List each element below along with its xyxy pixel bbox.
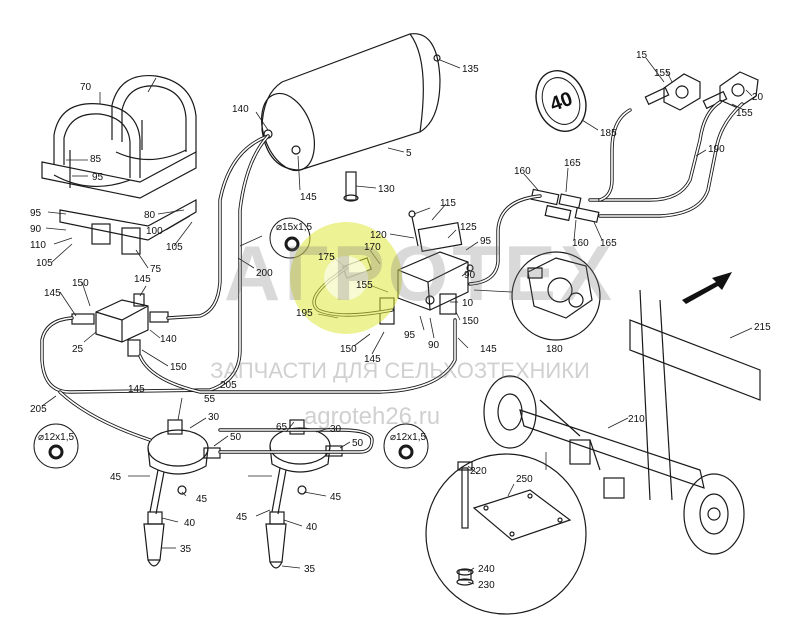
- direction-arrow: [682, 272, 732, 304]
- label-65: 65: [276, 422, 288, 433]
- label-150: 150: [462, 316, 479, 327]
- label-30: 30: [330, 424, 342, 435]
- air-tank: [261, 33, 441, 202]
- label-90: 90: [428, 340, 440, 351]
- label-75: 75: [150, 264, 162, 275]
- label-150: 150: [340, 344, 357, 355]
- label-240: 240: [478, 564, 495, 575]
- label-95: 95: [30, 208, 42, 219]
- label-145: 145: [134, 274, 151, 285]
- label-150: 150: [72, 278, 89, 289]
- part-labels: 135 5 130 140 145 70 85 95 95 90 110 105…: [30, 50, 771, 591]
- label-155: 155: [736, 108, 753, 119]
- label-95: 95: [480, 236, 492, 247]
- label-25: 25: [72, 344, 84, 355]
- label-115: 115: [440, 198, 456, 209]
- label-110: 110: [30, 240, 46, 251]
- label-200: 200: [256, 268, 273, 279]
- label-30: 30: [208, 412, 220, 423]
- label-90: 90: [30, 224, 42, 235]
- label-140: 140: [160, 334, 177, 345]
- label-165: 165: [564, 158, 581, 169]
- pipe-section-callout-2: ⌀12x1,5: [33, 423, 79, 469]
- speed-sign: 40: [535, 70, 587, 132]
- label-165: 165: [600, 238, 617, 249]
- label-205: 205: [30, 404, 47, 415]
- relay-valve: [527, 257, 593, 319]
- label-150: 150: [170, 362, 187, 373]
- label-125: 125: [460, 222, 477, 233]
- watermark-tagline: ЗАПЧАСТИ ДЛЯ СЕЛЬХОЗТЕХНИКИ: [210, 358, 590, 383]
- label-180: 180: [546, 344, 563, 355]
- label-45: 45: [110, 472, 122, 483]
- label-95: 95: [92, 172, 104, 183]
- label-105: 105: [36, 258, 53, 269]
- label-45: 45: [236, 512, 248, 523]
- label-230: 230: [478, 580, 495, 591]
- coupling-heads: [644, 71, 759, 111]
- label-40: 40: [184, 518, 196, 529]
- label-100: 100: [146, 226, 163, 237]
- label-15: 15: [636, 50, 648, 61]
- label-135: 135: [462, 64, 479, 75]
- label-155: 155: [654, 68, 671, 79]
- label-185: 185: [600, 128, 617, 139]
- label-175: 175: [318, 252, 335, 263]
- pipe-dim-12-left: ⌀12x1,5: [38, 432, 74, 443]
- mounting-detail-circle: [425, 452, 587, 615]
- label-140: 140: [232, 104, 249, 115]
- label-90: 90: [464, 270, 476, 281]
- pipe-dim-12-right: ⌀12x1,5: [390, 432, 426, 443]
- label-35: 35: [180, 544, 192, 555]
- label-105: 105: [166, 242, 183, 253]
- label-20: 20: [752, 92, 764, 103]
- label-145: 145: [364, 354, 381, 365]
- watermark-brand: АГРОТЕХ: [224, 229, 616, 317]
- label-170: 170: [364, 242, 381, 253]
- label-145: 145: [300, 192, 317, 203]
- line-fittings: [530, 188, 600, 223]
- label-50: 50: [352, 438, 364, 449]
- left-valve-block: [71, 293, 169, 357]
- label-35: 35: [304, 564, 316, 575]
- label-45: 45: [196, 494, 208, 505]
- label-70: 70: [80, 82, 92, 93]
- label-145: 145: [480, 344, 497, 355]
- watermark-url: agroteh26.ru: [304, 403, 440, 430]
- hose-lines: [40, 100, 744, 454]
- label-10: 10: [462, 298, 474, 309]
- label-40: 40: [306, 522, 318, 533]
- label-45: 45: [330, 492, 342, 503]
- label-195: 195: [296, 308, 313, 319]
- watermark: АГРОТЕХ ЗАПЧАСТИ ДЛЯ СЕЛЬХОЗТЕХНИКИ agro…: [210, 222, 616, 430]
- label-215: 215: [754, 322, 771, 333]
- label-50: 50: [230, 432, 242, 443]
- valve-detail-circle: [473, 251, 601, 341]
- label-120: 120: [370, 230, 387, 241]
- label-210: 210: [628, 414, 645, 425]
- axle-assembly: [483, 289, 761, 555]
- label-190: 190: [708, 144, 725, 155]
- label-220: 220: [470, 466, 487, 477]
- label-145: 145: [128, 384, 145, 395]
- pipe-section-callout-3: ⌀12x1,5: [383, 423, 429, 469]
- label-250: 250: [516, 474, 533, 485]
- label-80: 80: [144, 210, 156, 221]
- label-145: 145: [44, 288, 61, 299]
- label-5: 5: [406, 148, 412, 159]
- pipe-dim-15: ⌀15x1,5: [276, 222, 312, 233]
- label-55: 55: [204, 394, 216, 405]
- label-130: 130: [378, 184, 395, 195]
- label-160: 160: [514, 166, 531, 177]
- label-155: 155: [356, 280, 373, 291]
- label-95: 95: [404, 330, 416, 341]
- label-85: 85: [90, 154, 102, 165]
- label-205: 205: [220, 380, 237, 391]
- label-160: 160: [572, 238, 589, 249]
- tank-brackets: [41, 74, 197, 255]
